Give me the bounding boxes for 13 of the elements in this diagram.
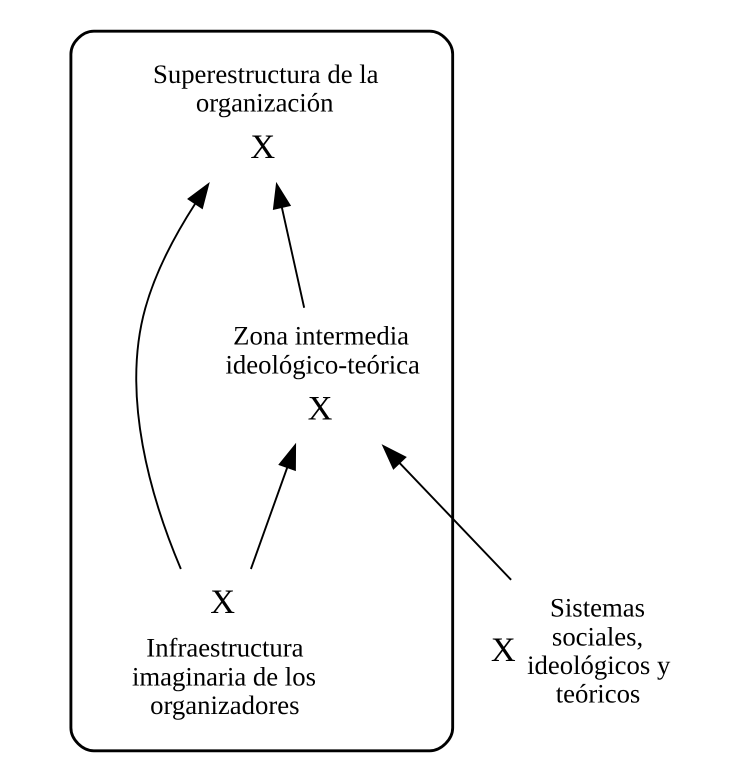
node-text: X (210, 583, 235, 622)
arrow (381, 444, 512, 580)
arrow (272, 182, 305, 308)
node-label: Superestructura de la organización (152, 59, 378, 118)
node-text: X (307, 389, 332, 428)
arrow (134, 182, 210, 570)
arrow (250, 442, 296, 570)
node-label: Sistemas sociales, ideológicos y teóricos (526, 592, 670, 709)
cluster (68, 30, 454, 752)
node-label: Zona intermedia ideológico-teórica (225, 320, 420, 380)
node-text: X (250, 128, 275, 166)
node-label: Infraestructura imaginaria de los organizadores (131, 632, 316, 720)
node-text: X (490, 630, 516, 669)
